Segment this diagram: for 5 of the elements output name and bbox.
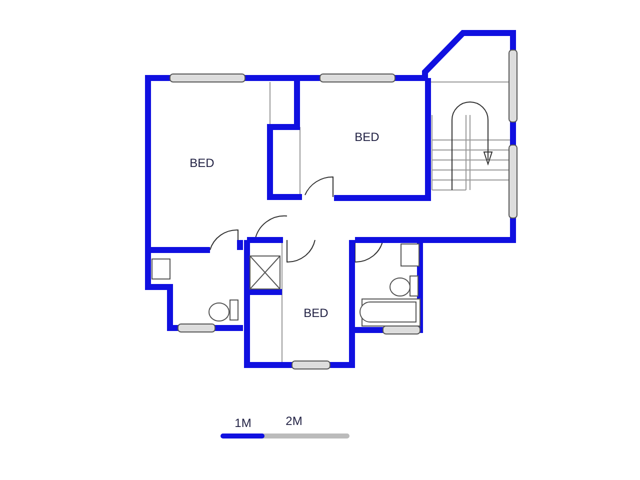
room-label: BED xyxy=(190,156,214,170)
room-label: BED xyxy=(304,306,328,320)
room-label: BED xyxy=(354,130,380,144)
scale-label: 1M xyxy=(234,416,252,430)
scale-label: 2M xyxy=(286,414,302,428)
